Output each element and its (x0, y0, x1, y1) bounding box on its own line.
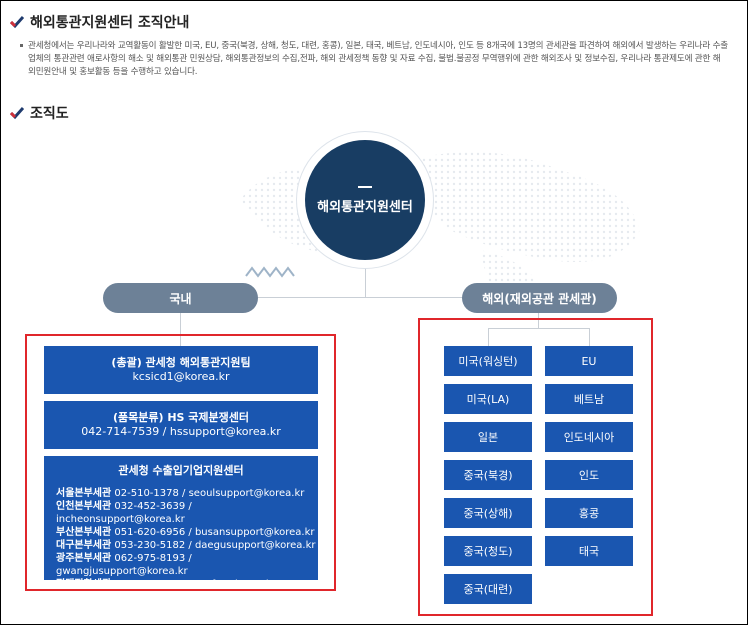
overseas-box[interactable]: 중국(청도) (444, 536, 532, 566)
connector-line (488, 328, 489, 346)
box-title: (총괄) 관세청 해외통관지원팀 (111, 356, 251, 369)
domestic-pill: 국내 (103, 283, 258, 313)
box-title: (품목분류) HS 국제분쟁센터 (112, 411, 250, 424)
section-title-org-chart: 조직도 (10, 103, 69, 123)
overseas-box[interactable]: 미국(워싱턴) (444, 346, 532, 376)
box-email: kcsicd1@korea.kr (132, 370, 230, 383)
overseas-box[interactable]: 중국(북경) (444, 460, 532, 490)
connector-line (488, 328, 590, 329)
section-title-text: 해외통관지원센터 조직안내 (30, 15, 190, 31)
connector-line (589, 328, 590, 346)
contact-row: 부산본부세관 051-620-6956 / busansupport@korea… (56, 527, 315, 538)
center-node: 해외통관지원센터 (305, 140, 425, 260)
domestic-highlight-box (25, 334, 336, 591)
dash-mark (358, 185, 372, 188)
check-icon (10, 107, 24, 120)
contact-row: 대구본부세관 053-230-5182 / daegusupport@korea… (56, 540, 316, 551)
overseas-box[interactable]: 일본 (444, 422, 532, 452)
overseas-box[interactable]: EU (545, 346, 633, 376)
section-title-org-info: 해외통관지원센터 조직안내 (10, 12, 189, 32)
overseas-box[interactable]: 태국 (545, 536, 633, 566)
domestic-box-hq: (총괄) 관세청 해외통관지원팀 kcsicd1@korea.kr (44, 346, 318, 394)
connector-line (180, 297, 540, 298)
overseas-box[interactable]: 중국(대련) (444, 574, 532, 604)
contact-row: 광주본부세관 062-975-8193 / gwangjusupport@kor… (56, 553, 192, 577)
contact-row: 인천본부세관 032-452-3639 / incheonsupport@kor… (56, 501, 192, 525)
overseas-box[interactable]: 인도네시아 (545, 422, 633, 452)
domestic-box-hs: (품목분류) HS 국제분쟁센터 042-714-7539 / hssuppor… (44, 401, 318, 449)
export-center-contacts: 서울본부세관 02-510-1378 / seoulsupport@korea.… (44, 487, 318, 591)
connector-line (180, 310, 181, 346)
domestic-box-export-center: 관세청 수출입기업지원센터 서울본부세관 02-510-1378 / seoul… (44, 456, 318, 590)
center-node-label: 해외통관지원센터 (317, 199, 413, 215)
overseas-box[interactable]: 미국(LA) (444, 384, 532, 414)
domestic-pill-label: 국내 (169, 291, 192, 306)
box-contact: 042-714-7539 / hssupport@korea.kr (81, 425, 281, 438)
overseas-highlight-box (418, 318, 653, 616)
contact-row: 서울본부세관 02-510-1378 / seoulsupport@korea.… (56, 488, 305, 499)
description-body: 관세청에서는 우리나라와 교역활동이 활발한 미국, EU, 중국(북경, 상해… (28, 41, 729, 77)
connector-line (365, 258, 366, 298)
box-title: 관세청 수출입기업지원센터 (118, 464, 244, 477)
overseas-pill: 해외(재외공관 관세관) (462, 283, 617, 313)
check-icon (10, 16, 24, 29)
overseas-box[interactable]: 베트남 (545, 384, 633, 414)
overseas-box[interactable]: 홍콩 (545, 498, 633, 528)
overseas-pill-label: 해외(재외공관 관세관) (482, 291, 597, 306)
zigzag-decoration (245, 266, 295, 278)
bullet-icon (20, 44, 23, 47)
contact-row: 평택직할세관 031-8054-7032 / ptfta@korea.kr (56, 579, 276, 590)
overseas-box[interactable]: 인도 (545, 460, 633, 490)
overseas-box[interactable]: 중국(상해) (444, 498, 532, 528)
description-text: 관세청에서는 우리나라와 교역활동이 활발한 미국, EU, 중국(북경, 상해… (20, 40, 729, 79)
section-title-text: 조직도 (30, 106, 69, 122)
